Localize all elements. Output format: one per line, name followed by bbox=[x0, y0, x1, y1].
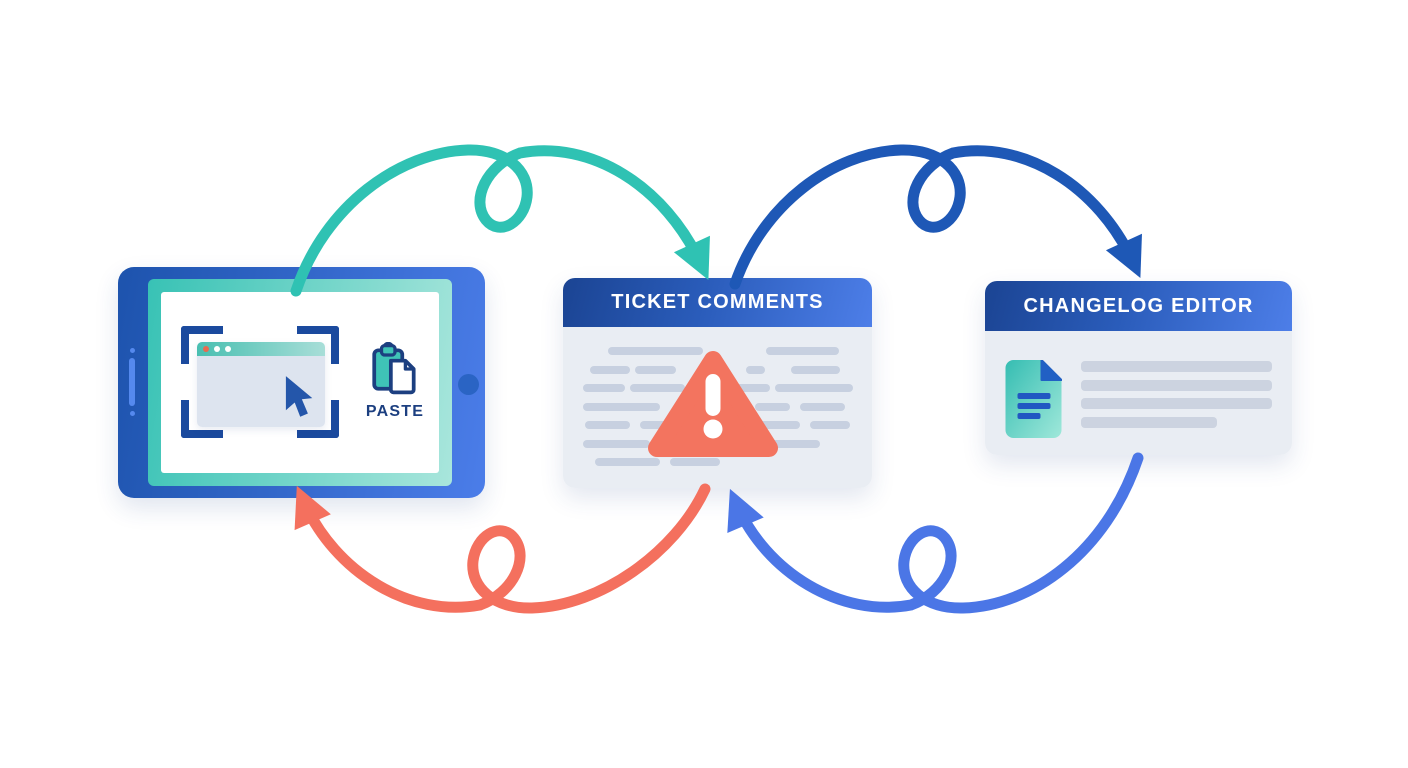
clipboard-paste-icon bbox=[372, 341, 416, 395]
ticket-comments-panel: TICKET COMMENTS bbox=[563, 278, 872, 488]
document-icon bbox=[1005, 360, 1062, 438]
tablet-device: PASTE bbox=[118, 267, 485, 498]
changelog-editor-body bbox=[985, 331, 1292, 455]
changelog-text-line bbox=[1081, 416, 1217, 428]
redacted-text-segment bbox=[790, 365, 840, 374]
titlebar-dot-icon bbox=[225, 346, 231, 352]
redacted-text-row bbox=[583, 402, 853, 411]
tablet-speaker-pill bbox=[129, 358, 135, 406]
redacted-text-segment bbox=[583, 439, 650, 448]
capture-corner-icon bbox=[181, 400, 223, 438]
tablet-camera-dot bbox=[130, 411, 135, 416]
changelog-editor-panel: CHANGELOG EDITOR bbox=[985, 281, 1292, 455]
captured-window-titlebar bbox=[197, 342, 325, 356]
redacted-text-row bbox=[583, 347, 853, 355]
changelog-text-lines bbox=[1081, 357, 1272, 455]
redacted-text-segment bbox=[635, 365, 677, 374]
redacted-text-segment bbox=[746, 365, 765, 374]
redacted-text-segment bbox=[735, 384, 771, 392]
cursor-icon bbox=[285, 376, 313, 417]
redacted-text-segment bbox=[583, 402, 660, 411]
titlebar-dot-icon bbox=[203, 346, 209, 352]
redacted-text-row bbox=[583, 384, 853, 392]
ticket-comments-title: TICKET COMMENTS bbox=[611, 291, 824, 313]
warning-triangle-icon bbox=[648, 351, 778, 457]
redacted-text-segment bbox=[739, 439, 820, 448]
tablet-home-button bbox=[458, 374, 479, 395]
capture-corner-icon bbox=[181, 326, 223, 364]
titlebar-dot-icon bbox=[214, 346, 220, 352]
changelog-text-line bbox=[1081, 398, 1272, 409]
changelog-editor-title: CHANGELOG EDITOR bbox=[1023, 294, 1254, 317]
ticket-comments-body bbox=[563, 327, 872, 488]
redacted-text-segment bbox=[766, 347, 839, 355]
redacted-text-segment bbox=[590, 365, 630, 374]
changelog-text-line bbox=[1081, 379, 1272, 391]
redacted-text-segment bbox=[608, 347, 704, 355]
redacted-text-segment bbox=[800, 402, 846, 411]
tablet-bezel: PASTE bbox=[148, 279, 452, 486]
arrow-ticket-to-tablet bbox=[294, 483, 711, 614]
capture-corner-icon bbox=[297, 326, 339, 364]
redacted-text-segment bbox=[745, 421, 801, 429]
redacted-text-segment bbox=[584, 421, 630, 429]
capture-corner-icon bbox=[297, 400, 339, 438]
changelog-text-line bbox=[1081, 361, 1272, 372]
changelog-editor-header: CHANGELOG EDITOR bbox=[985, 281, 1292, 331]
tablet-camera-dot bbox=[130, 348, 135, 353]
tablet-screen: PASTE bbox=[161, 292, 439, 473]
paste-action: PASTE bbox=[357, 341, 433, 421]
redacted-text-segment bbox=[810, 421, 851, 429]
redacted-text-segment bbox=[594, 458, 660, 466]
ticket-comments-header: TICKET COMMENTS bbox=[563, 278, 872, 327]
arrow-ticket-to-changelog bbox=[729, 144, 1142, 290]
redacted-text-segment bbox=[669, 458, 720, 466]
redacted-text-segment bbox=[774, 384, 853, 392]
redacted-text-segment bbox=[754, 402, 791, 411]
redacted-text-segment bbox=[583, 384, 626, 392]
redacted-text-row bbox=[583, 365, 853, 374]
screenshot-capture-frame bbox=[181, 326, 339, 438]
redacted-text-row bbox=[583, 458, 853, 466]
redacted-text-segment bbox=[629, 384, 686, 392]
paste-label: PASTE bbox=[365, 403, 425, 420]
